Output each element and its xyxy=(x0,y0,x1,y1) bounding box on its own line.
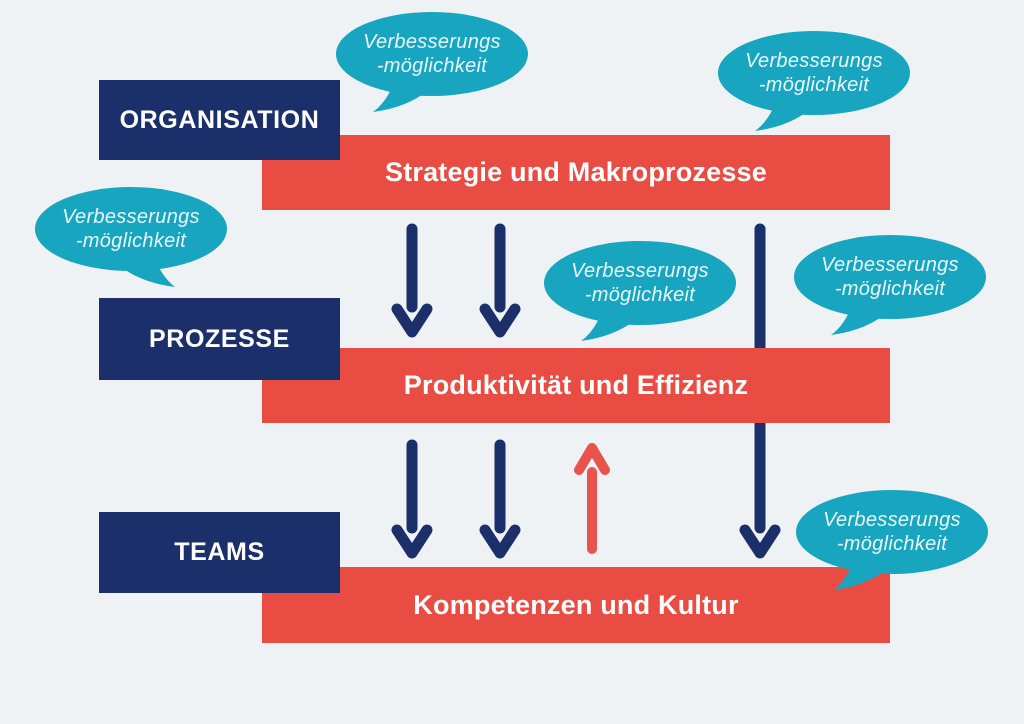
down-arrow-icon xyxy=(391,223,433,338)
bubble-body xyxy=(336,12,528,96)
bar-strategie-und-makroprozesse: Strategie und Makroprozesse xyxy=(262,135,890,210)
bar-kompetenzen-und-kultur: Kompetenzen und Kultur xyxy=(262,567,890,643)
bubble-text: Verbesserungs -möglichkeit xyxy=(821,254,959,300)
bar-produktivitaet-und-effizienz: Produktivität und Effizienz xyxy=(262,348,890,423)
speech-bubble-bottom-right: Verbesserungs -möglichkeit xyxy=(795,490,989,602)
bar-label: Produktivität und Effizienz xyxy=(403,370,749,400)
bubble-body xyxy=(544,241,736,325)
down-arrow-icon xyxy=(479,439,521,559)
speech-bubble-middle: Verbesserungs -möglichkeit xyxy=(543,241,737,353)
level-label: TEAMS xyxy=(174,538,265,566)
speech-bubble-left: Verbesserungs -möglichkeit xyxy=(34,187,228,299)
bubble-body xyxy=(794,235,986,319)
up-arrow-icon xyxy=(574,443,610,554)
down-arrow-icon xyxy=(479,223,521,338)
level-label: ORGANISATION xyxy=(119,105,320,134)
level-box-organisation: ORGANISATION xyxy=(99,80,340,160)
speech-bubble-top-right: Verbesserungs -möglichkeit xyxy=(717,31,911,143)
down-arrow-icon xyxy=(391,439,433,559)
bubble-text: Verbesserungs -möglichkeit xyxy=(62,206,200,252)
bar-label: Kompetenzen und Kultur xyxy=(413,589,739,620)
speech-bubble-top-left: Verbesserungs -möglichkeit xyxy=(335,12,529,124)
bubble-body xyxy=(718,31,910,115)
speech-bubble-middle-right: Verbesserungs -möglichkeit xyxy=(793,235,987,347)
bar-label: Strategie und Makroprozesse xyxy=(384,157,767,187)
level-box-teams: TEAMS xyxy=(99,512,340,593)
bubble-text: Verbesserungs -möglichkeit xyxy=(823,509,961,555)
bubble-text: Verbesserungs -möglichkeit xyxy=(745,50,883,96)
bubble-body xyxy=(796,490,988,574)
bubble-body xyxy=(35,187,227,271)
bubble-text: Verbesserungs -möglichkeit xyxy=(571,260,709,306)
level-label: PROZESSE xyxy=(149,324,290,353)
level-box-prozesse: PROZESSE xyxy=(99,298,340,380)
bubble-text: Verbesserungs -möglichkeit xyxy=(363,31,501,77)
